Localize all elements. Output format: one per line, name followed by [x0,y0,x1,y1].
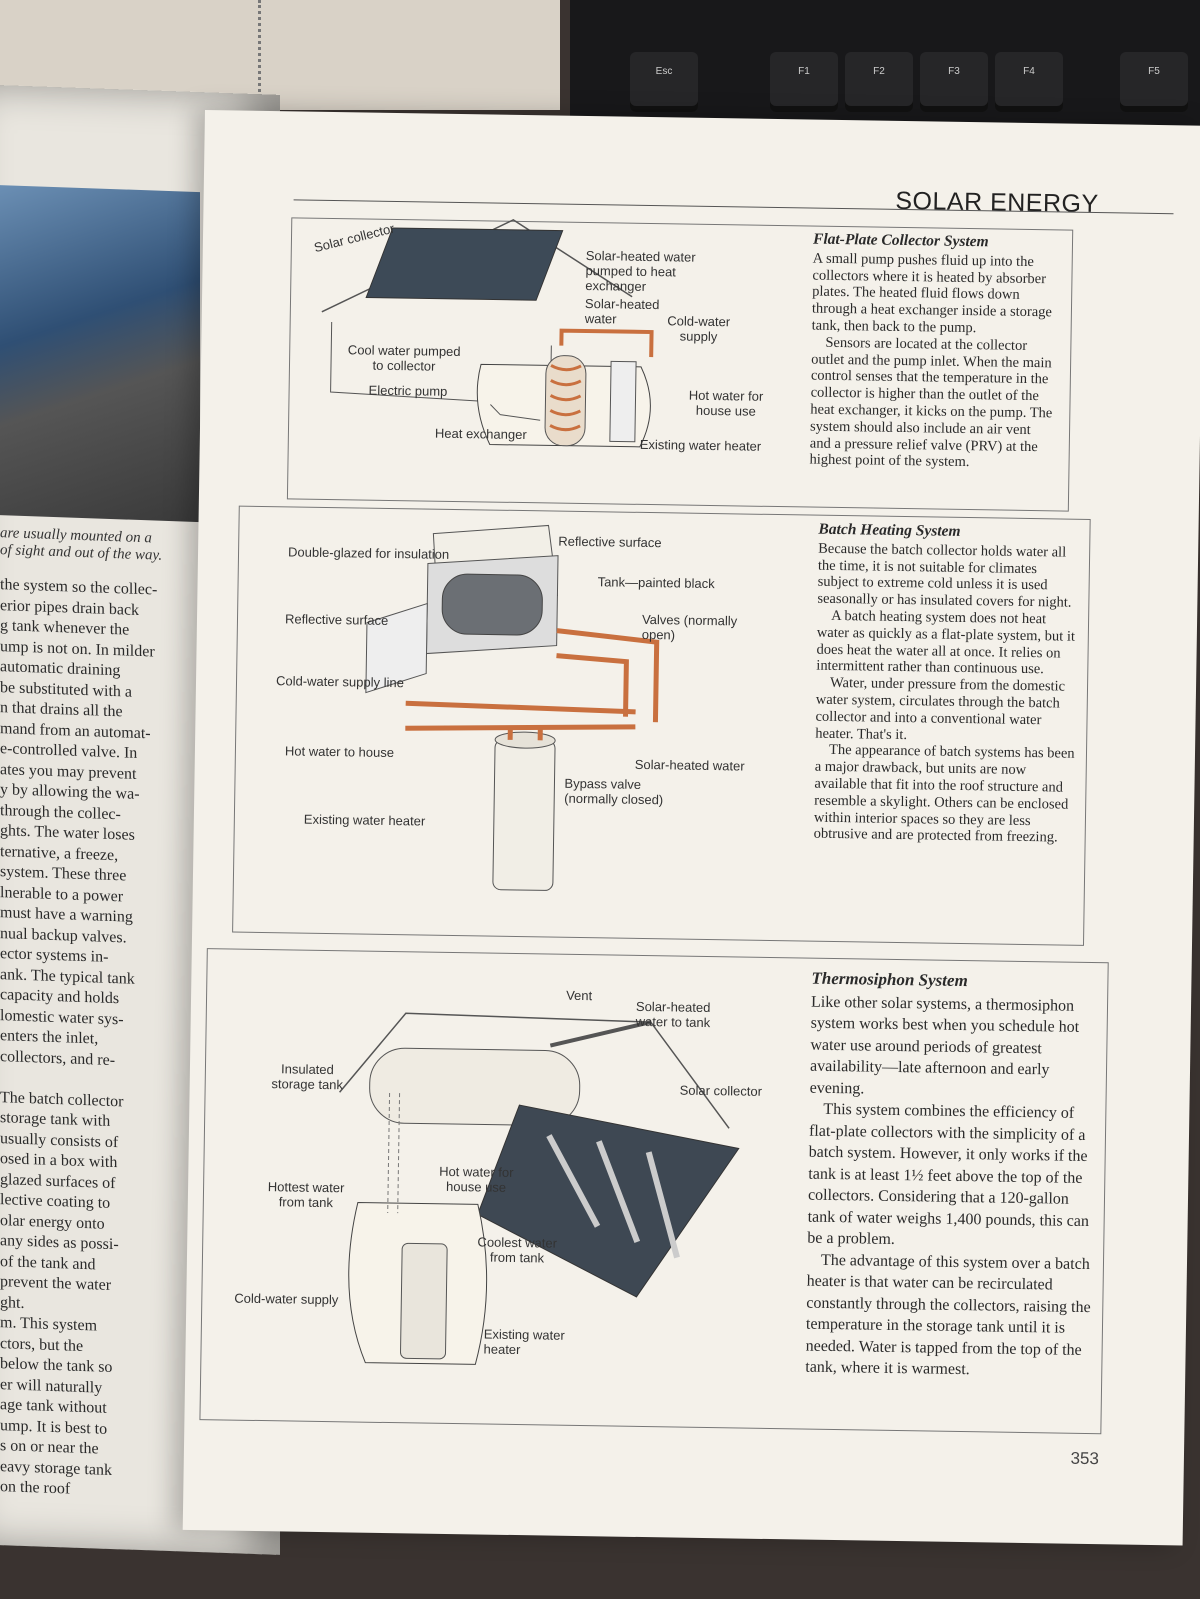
label-cold-supply-line: Cold-water supply line [275,673,405,691]
label-existing-heater-3: Existing water heater [483,1326,565,1358]
page-header-title: SOLAR ENERGY [895,186,1099,219]
flat-plate-caption: Flat-Plate Collector System A small pump… [809,230,1058,473]
label-solar-heated-pumped: Solar-heated water pumped to heat exchan… [585,247,696,294]
thermosiphon-para-3: The advantage of this system over a batc… [805,1251,1091,1379]
label-hottest-water: Hottest water from tank [267,1179,345,1211]
batch-para-1: Because the batch collector holds water … [817,540,1072,611]
label-double-glazed: Double-glazed for insulation [287,544,450,562]
flat-plate-title: Flat-Plate Collector System [812,230,989,251]
flat-plate-diagram [321,218,654,448]
label-heat-exchanger: Heat exchanger [434,425,527,443]
batch-title: Batch Heating System [818,520,961,540]
label-valves: Valves (normally open) [641,611,738,643]
label-bypass-valve: Bypass valve (normally closed) [564,775,664,808]
flat-plate-para-1: A small pump pushes fluid up into the co… [811,250,1053,337]
label-cool-water-pumped: Cool water pumped to collector [347,342,461,374]
label-solar-to-tank: Solar-heated water to tank [635,998,711,1031]
right-page: SOLAR ENERGY Solar collector Solar-heate… [182,110,1200,1546]
label-tank-black: Tank—painted black [597,574,715,592]
batch-para-2: A batch heating system does not heat wat… [816,607,1076,678]
label-coolest-water: Coolest water from tank [477,1234,558,1266]
label-solar-collector-3: Solar collector [679,1082,763,1099]
thermosiphon-para-1: Like other solar systems, a thermosiphon… [809,993,1080,1097]
key-f3: F3 [920,52,988,112]
thermosiphon-para-2: This system combines the efficiency of f… [807,1100,1090,1248]
label-insulated-tank: Insulated storage tank [271,1061,344,1093]
flat-plate-para-2: Sensors are located at the collector out… [809,334,1053,471]
label-hot-water-house: Hot water for house use [688,387,764,419]
label-solar-heated-water: Solar-heated water [584,295,660,327]
thermosiphon-title: Thermosiphon System [811,968,968,991]
label-hot-to-house: Hot water to house [284,743,395,761]
key-esc: Esc [630,52,698,112]
left-body-text: the system so the collec- erior pipes dr… [0,576,158,1498]
label-electric-pump: Electric pump [368,382,448,399]
solar-panel-photo [0,185,200,523]
notebook-spiral [258,0,301,140]
key-f1: F1 [770,52,838,112]
label-solar-heated-batch: Solar-heated water [634,756,745,774]
label-cold-supply-3: Cold-water supply [234,1290,339,1308]
key-f2: F2 [845,52,913,112]
thermosiphon-caption: Thermosiphon System Like other solar sys… [805,968,1101,1383]
page-number: 353 [1070,1448,1100,1469]
key-f4: F4 [995,52,1063,112]
label-existing-heater-2: Existing water heater [303,811,426,829]
label-reflective-top: Reflective surface [558,533,662,551]
label-cold-water-supply: Cold-water supply [667,313,731,345]
batch-diagram [365,524,660,891]
label-vent: Vent [566,987,593,1004]
batch-para-4: The appearance of batch systems has been… [813,742,1075,846]
label-reflective-side: Reflective surface [284,611,389,628]
label-existing-heater-1: Existing water heater [639,436,762,454]
label-hot-house-use: Hot water for house use [439,1163,514,1195]
left-photo-caption: are usually mounted on a of sight and ou… [0,525,163,564]
batch-caption: Batch Heating System Because the batch c… [813,520,1081,847]
key-f5: F5 [1120,52,1188,112]
batch-para-3: Water, under pressure from the domestic … [815,675,1066,743]
thermosiphon-diagram [339,1012,740,1365]
